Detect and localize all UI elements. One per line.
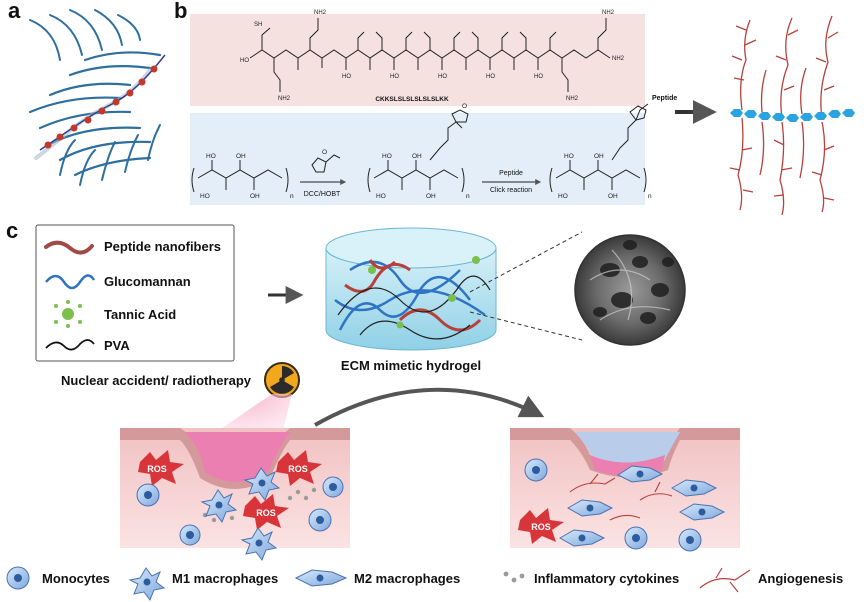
reaction-atom-labels: HO OH HO OH HO OH HO OH HO OH HO OH O O [200,103,618,200]
svg-text:NH2: NH2 [602,10,615,16]
svg-text:HO: HO [206,153,216,160]
ros-label-2: ROS [288,464,308,474]
legend-label-tannic-acid: Tannic Acid [104,307,176,322]
m2-macrophage-icon [294,569,348,587]
svg-text:HO: HO [534,74,543,80]
zoom-line-top [469,231,583,293]
svg-text:HO: HO [390,74,399,80]
right-tissue-cells [524,458,726,552]
svg-text:HO: HO [438,74,447,80]
hydrogel-label: ECM mimetic hydrogel [341,358,481,373]
repeat-n-3: n [648,193,652,200]
svg-text:NH2: NH2 [314,10,327,16]
radiation-icon [264,362,300,398]
reagent-click-reaction: Click reaction [490,187,532,194]
ros-label-3: ROS [256,508,276,518]
repeat-n-1: n [290,193,294,200]
ros-label-4: ROS [531,522,551,532]
svg-text:OH: OH [236,153,246,160]
left-tissue-cells [136,467,344,562]
svg-text:HO: HO [564,153,574,160]
product-peptide-label: Peptide [652,95,677,102]
injured-skin-tissue [120,428,350,548]
panel-label-c: c [6,218,18,243]
panel-a-fiber-illustration [28,9,166,186]
svg-text:HO: HO [486,74,495,80]
ros-label-1: ROS [147,464,167,474]
svg-text:NH2: NH2 [612,56,625,62]
peptide-backbone [249,18,611,92]
svg-text:OH: OH [594,153,604,160]
panel-label-a: a [8,0,21,23]
svg-text:HO: HO [376,193,386,200]
hydrogel-cylinder [325,227,497,351]
radiation-label: Nuclear accident/ radiotherapy [61,373,252,388]
cell-legend-monocytes: Monocytes [42,571,110,586]
cell-legend-angiogenesis: Angiogenesis [758,571,843,586]
legend-swatches [44,240,96,351]
svg-text:OH: OH [426,193,436,200]
peptide-atom-labels: SH HO NH2 NH2 NH2 NH2 NH2 HO HO HO HO HO [240,10,625,102]
monocyte-icon [6,566,30,590]
svg-text:HO: HO [382,153,392,160]
cell-legend-m2: M2 macrophages [354,571,460,586]
panel-label-b: b [174,0,187,23]
peptide-sequence: CKKSLSLSLSLSLSLKK [375,96,449,103]
legend-label-pva: PVA [104,338,130,353]
svg-text:O: O [462,103,467,110]
svg-text:HO: HO [240,58,249,64]
legend-label-glucomannan: Glucomannan [104,274,191,289]
svg-text:OH: OH [608,193,618,200]
svg-text:NH2: NH2 [278,96,291,102]
reaction-scheme [191,103,649,193]
zoom-line-bottom [469,311,583,341]
reagent-peptide: Peptide [499,170,523,177]
bottlebrush-illustration [729,15,855,216]
svg-text:HO: HO [200,193,210,200]
glucomannan-reaction-box [190,113,645,205]
treatment-arrow [314,387,545,427]
svg-text:SH: SH [254,22,262,28]
ros-bursts [138,450,564,544]
repeat-n-2: n [466,193,470,200]
cell-legend-cytokines: Inflammatory cytokines [534,571,679,586]
svg-text:HO: HO [558,193,568,200]
svg-text:OH: OH [250,193,260,200]
svg-text:OH: OH [412,153,422,160]
reagent-dcc-hobt: DCC/HOBT [304,191,341,198]
svg-text:NH2: NH2 [566,96,579,102]
m1-macrophage-icon [128,567,166,602]
angiogenesis-icon [699,567,751,593]
legend-label-peptide-nanofibers: Peptide nanofibers [104,239,221,254]
cytokine-icon [503,571,525,583]
sem-micrograph [574,234,686,346]
svg-text:HO: HO [342,74,351,80]
cell-legend-m1: M1 macrophages [172,571,278,586]
svg-text:O: O [322,149,327,156]
legend-box [35,224,235,362]
